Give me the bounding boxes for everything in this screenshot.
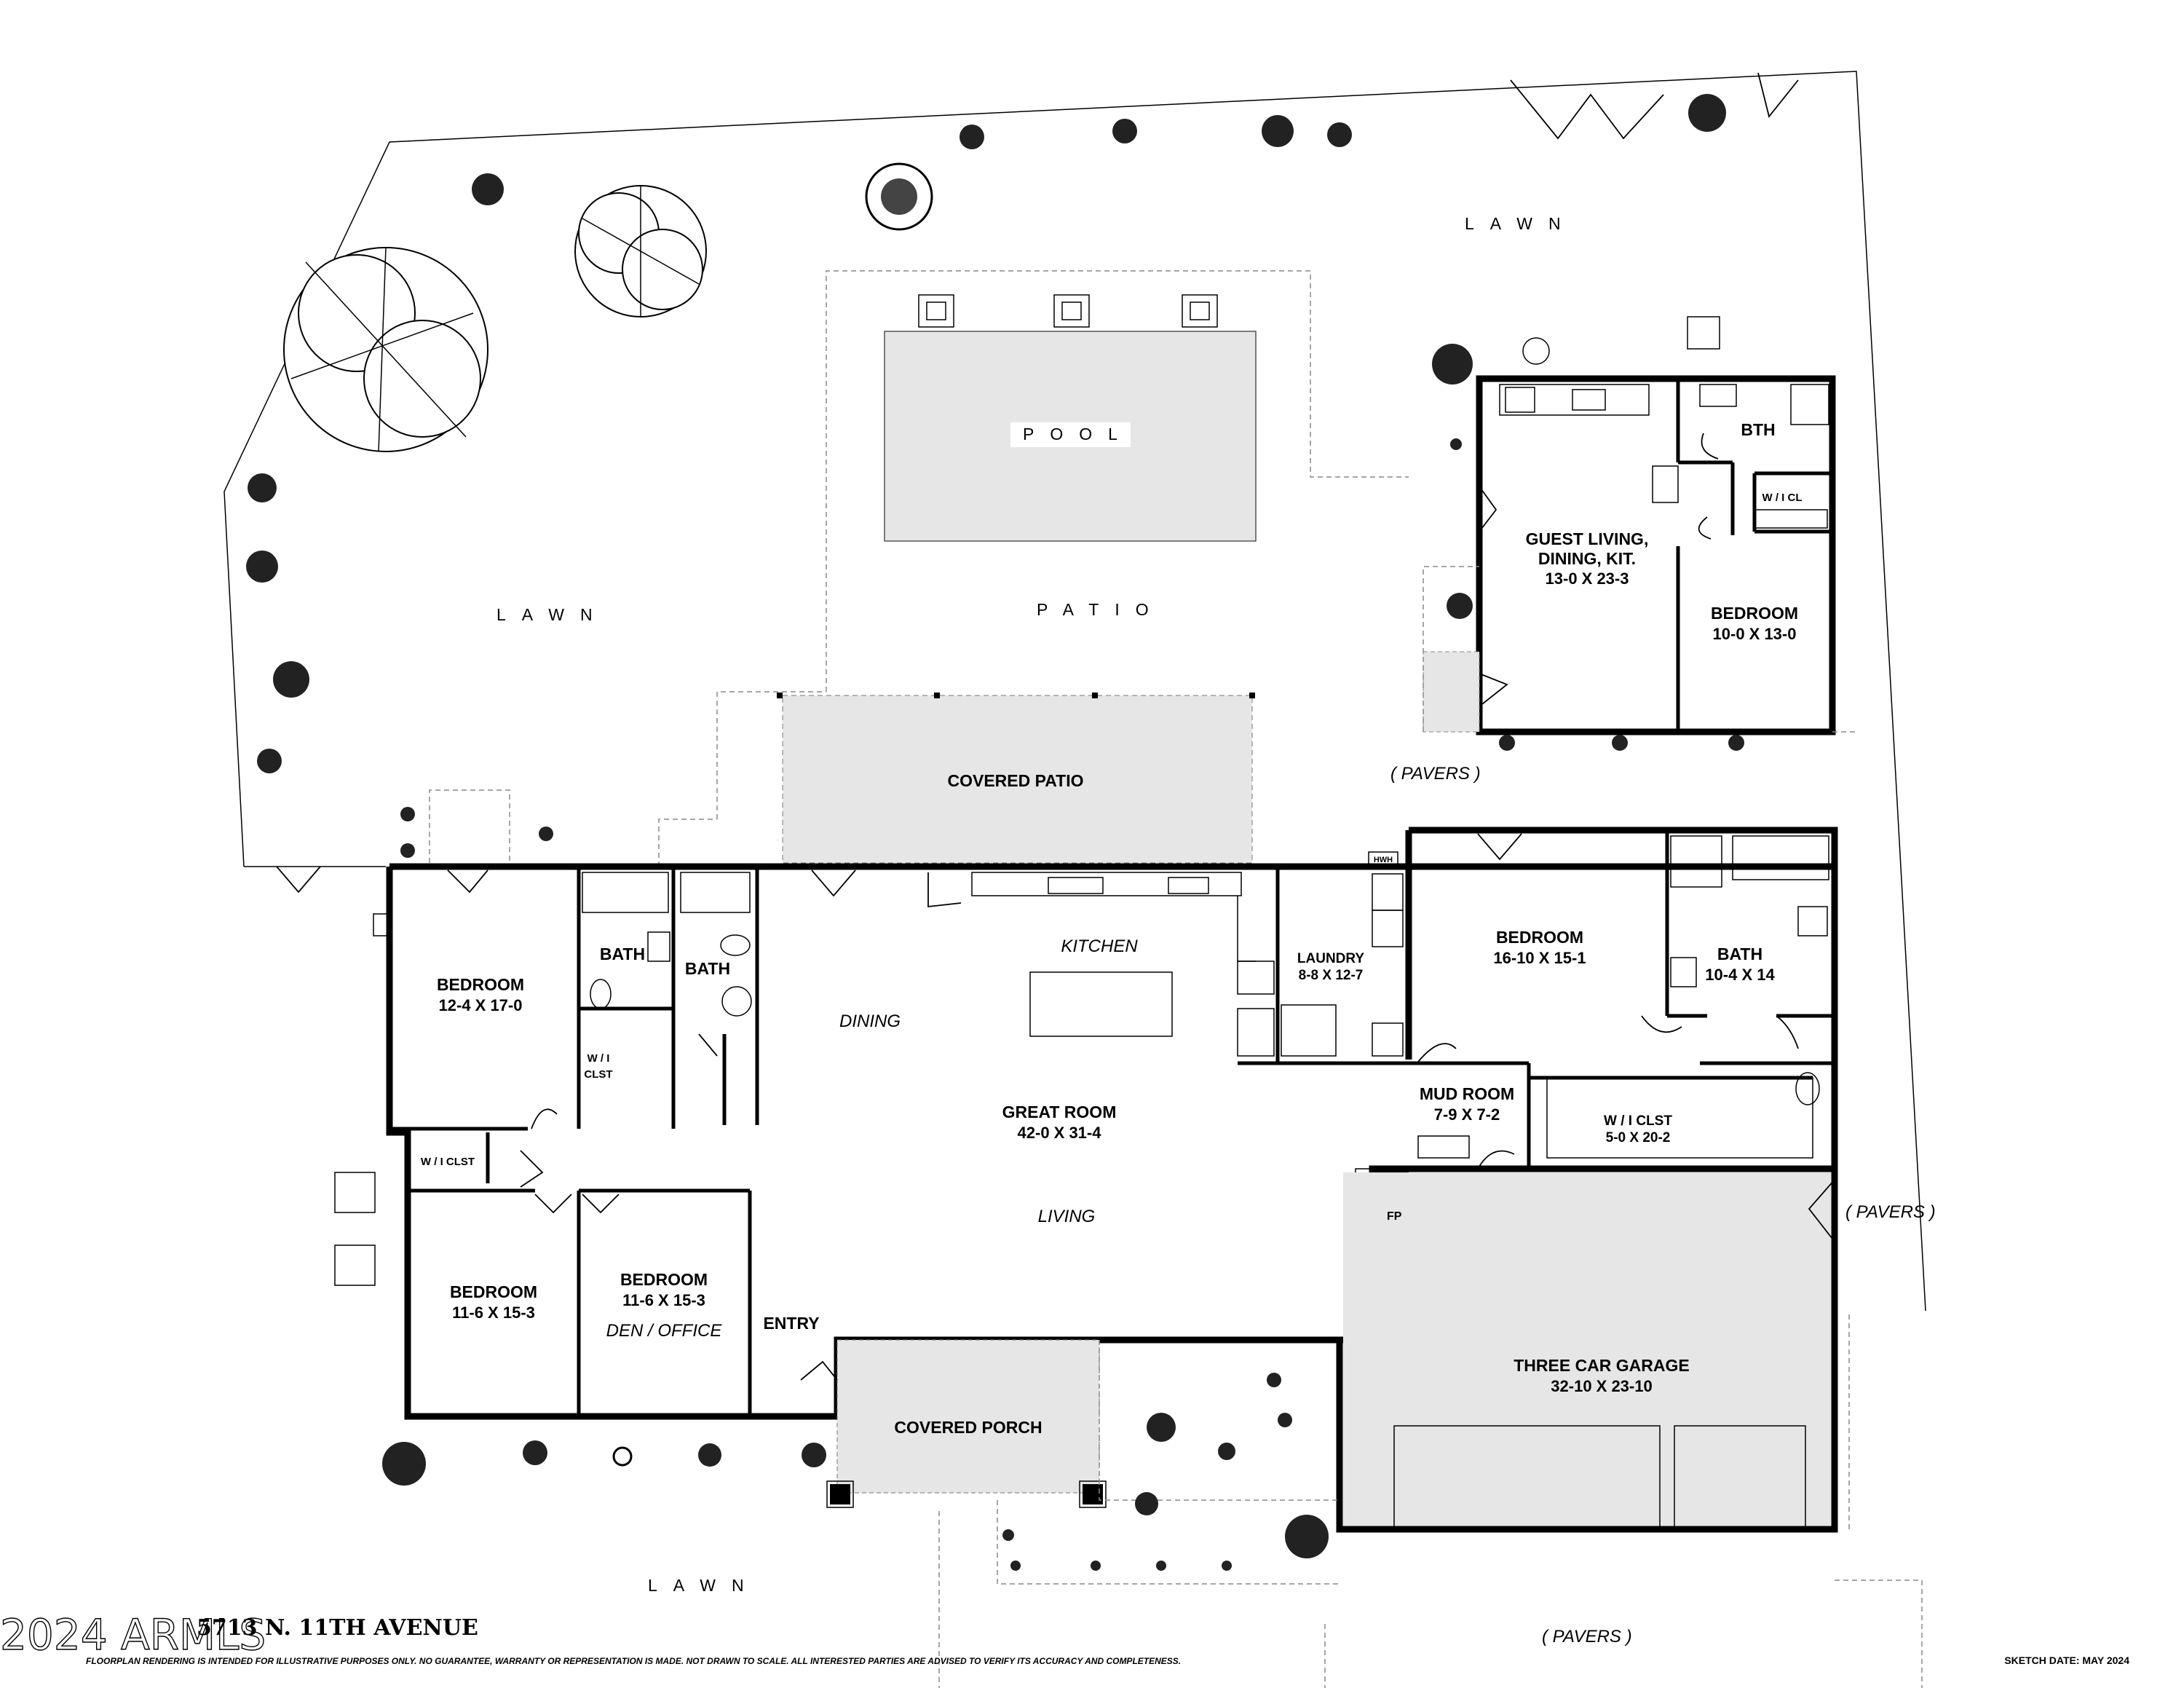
bedroom-dim: 11-6 X 15-3 <box>452 1304 535 1322</box>
hwh-label: HWH <box>1374 856 1393 864</box>
property-line <box>223 71 1926 1312</box>
watermark: 2024 ARMLS <box>0 1610 266 1660</box>
guest-bedroom-label: BEDROOM <box>1711 604 1798 623</box>
sketch-date: SKETCH DATE: MAY 2024 <box>2004 1655 2129 1666</box>
primary-bedroom-dim: 16-10 X 15-1 <box>1493 949 1586 967</box>
closet-label: W / I <box>587 1052 610 1065</box>
pool-feature <box>1053 294 1090 328</box>
lawn-label: LAWN <box>648 1576 760 1595</box>
closet-label: CLST <box>584 1068 612 1081</box>
kitchen-label: KITCHEN <box>1061 936 1138 956</box>
lawn-label: LAWN <box>1465 214 1577 233</box>
covered-porch <box>836 1339 1100 1494</box>
great-room-dim: 42-0 X 31-4 <box>1018 1124 1102 1142</box>
pool-label-box <box>1010 422 1131 447</box>
patio-outline <box>826 270 1409 692</box>
bath-label: BATH <box>600 944 645 963</box>
bath-label: BATH <box>685 959 730 978</box>
bedroom-dim: 12-4 X 17-0 <box>439 996 523 1014</box>
closet-label: W / I CLST <box>1604 1113 1672 1129</box>
patio-label: PATIO <box>1037 600 1165 619</box>
closet-label: W / I CLST <box>421 1156 475 1168</box>
covered-patio-label: COVERED PATIO <box>948 771 1084 790</box>
patio-outline <box>658 819 717 867</box>
great-room-label: GREAT ROOM <box>1002 1103 1117 1121</box>
guest-house-walls <box>1476 375 1836 735</box>
guest-bedroom-dim: 10-0 X 13-0 <box>1713 625 1797 643</box>
pool-label: POOL <box>1023 425 1133 443</box>
laundry-label: LAUNDRY <box>1297 951 1365 966</box>
den-label: DEN / OFFICE <box>606 1321 723 1341</box>
pool-feature <box>1061 301 1082 320</box>
garage-floor <box>1343 1172 1831 1526</box>
dining-label: DINING <box>839 1011 901 1031</box>
garage-dim: 32-10 X 23-10 <box>1551 1377 1652 1395</box>
disclaimer: FLOORPLAN RENDERING IS INTENDED FOR ILLU… <box>86 1656 1181 1666</box>
living-label: LIVING <box>1038 1207 1096 1226</box>
pavers-label: ( PAVERS ) <box>1390 764 1481 784</box>
pool-feature <box>926 301 946 320</box>
bedroom-dim: 11-6 X 15-3 <box>622 1291 705 1309</box>
patio-outline <box>716 691 826 819</box>
bedroom-label: BEDROOM <box>620 1270 708 1289</box>
fireplace-label: FP <box>1387 1210 1402 1223</box>
garage-label: THREE CAR GARAGE <box>1514 1356 1690 1375</box>
hwh-box <box>1368 851 1398 867</box>
tree <box>283 185 707 452</box>
bedroom-label: BEDROOM <box>450 1282 537 1301</box>
kitchen-island <box>1029 971 1173 1037</box>
patio-outline <box>429 789 510 863</box>
guest-living-dim: 13-0 X 23-3 <box>1546 569 1629 588</box>
address: 5713 N. 11TH AVENUE <box>197 1615 478 1641</box>
pavers-label: ( PAVERS ) <box>1845 1202 1936 1222</box>
primary-bedroom-label: BEDROOM <box>1496 928 1583 947</box>
garage-door <box>1674 1425 1806 1530</box>
landscaping <box>246 94 1744 1571</box>
pool-feature <box>1190 301 1210 320</box>
laundry-dim: 8-8 X 12-7 <box>1299 968 1364 983</box>
guest-living-label: GUEST LIVING, <box>1526 529 1649 548</box>
mud-room-label: MUD ROOM <box>1420 1084 1514 1103</box>
guest-closet-label: W / I CL <box>1762 492 1803 504</box>
mud-room-dim: 7-9 X 7-2 <box>1434 1105 1500 1124</box>
guest-living-label: DINING, KIT. <box>1538 549 1636 568</box>
covered-patio <box>782 695 1253 864</box>
entry-label: ENTRY <box>763 1314 819 1333</box>
guest-landing <box>1423 651 1480 733</box>
pool-feature <box>1182 294 1218 328</box>
bedroom-label: BEDROOM <box>437 975 524 994</box>
pavers-label: ( PAVERS ) <box>1542 1627 1632 1646</box>
primary-bath-label: BATH <box>1717 944 1762 963</box>
covered-porch-label: COVERED PORCH <box>894 1418 1042 1437</box>
pool-feature <box>918 294 954 328</box>
garage-door <box>1393 1425 1661 1530</box>
primary-bath-dim: 10-4 X 14 <box>1705 966 1775 984</box>
closet-dim: 5-0 X 20-2 <box>1606 1130 1671 1145</box>
lawn-label: LAWN <box>496 605 609 624</box>
guest-bath-label: BTH <box>1741 420 1775 439</box>
